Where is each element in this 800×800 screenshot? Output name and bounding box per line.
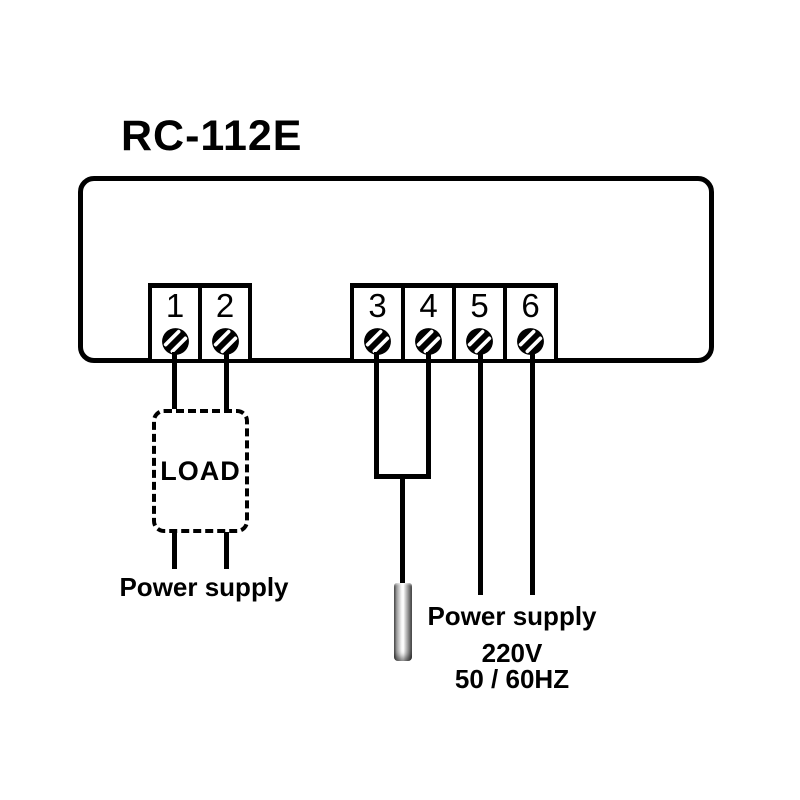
terminal-number: 4	[419, 287, 438, 324]
screw-terminal-icon	[413, 326, 444, 357]
page-title: RC-112E	[121, 112, 303, 160]
screw-terminal-icon	[362, 326, 393, 357]
terminal-block-right: 3 4 5 6	[350, 283, 558, 363]
load-box: LOAD	[152, 409, 249, 533]
load-label: LOAD	[160, 455, 241, 486]
terminal-block-left: 1 2	[148, 283, 252, 363]
terminal-number: 5	[470, 287, 489, 324]
wire-load-to-supply-1	[171, 532, 177, 569]
terminal-1: 1	[152, 288, 202, 359]
terminal-4: 4	[405, 288, 456, 359]
wire-terminal1-to-load	[171, 352, 177, 411]
terminal-number: 1	[165, 287, 185, 324]
temperature-sensor-probe	[394, 583, 412, 661]
power-supply-label-right: Power supply	[427, 601, 597, 631]
screw-terminal-icon	[464, 326, 495, 357]
wire-sensor-lead	[400, 479, 405, 583]
screw-terminal-icon	[210, 326, 241, 357]
wire-terminal2-to-load	[223, 352, 229, 411]
wire-terminal5-to-mains	[477, 352, 483, 595]
terminal-2: 2	[202, 288, 248, 359]
wire-terminal6-to-mains	[529, 352, 535, 595]
terminal-6: 6	[507, 288, 554, 359]
wire-terminal4-to-sensor	[425, 352, 431, 479]
voltage-label: 220V	[481, 638, 543, 668]
terminal-number: 2	[215, 287, 235, 324]
terminal-5: 5	[456, 288, 507, 359]
frequency-label: 50 / 60HZ	[454, 664, 570, 694]
wire-sensor-junction	[373, 474, 431, 479]
wire-terminal3-to-sensor	[373, 352, 379, 479]
screw-terminal-icon	[515, 326, 546, 357]
wire-load-to-supply-2	[223, 532, 229, 569]
terminal-number: 3	[368, 287, 387, 324]
screw-terminal-icon	[160, 326, 191, 357]
power-supply-label-left: Power supply	[119, 572, 289, 602]
terminal-3: 3	[354, 288, 405, 359]
terminal-number: 6	[521, 287, 540, 324]
